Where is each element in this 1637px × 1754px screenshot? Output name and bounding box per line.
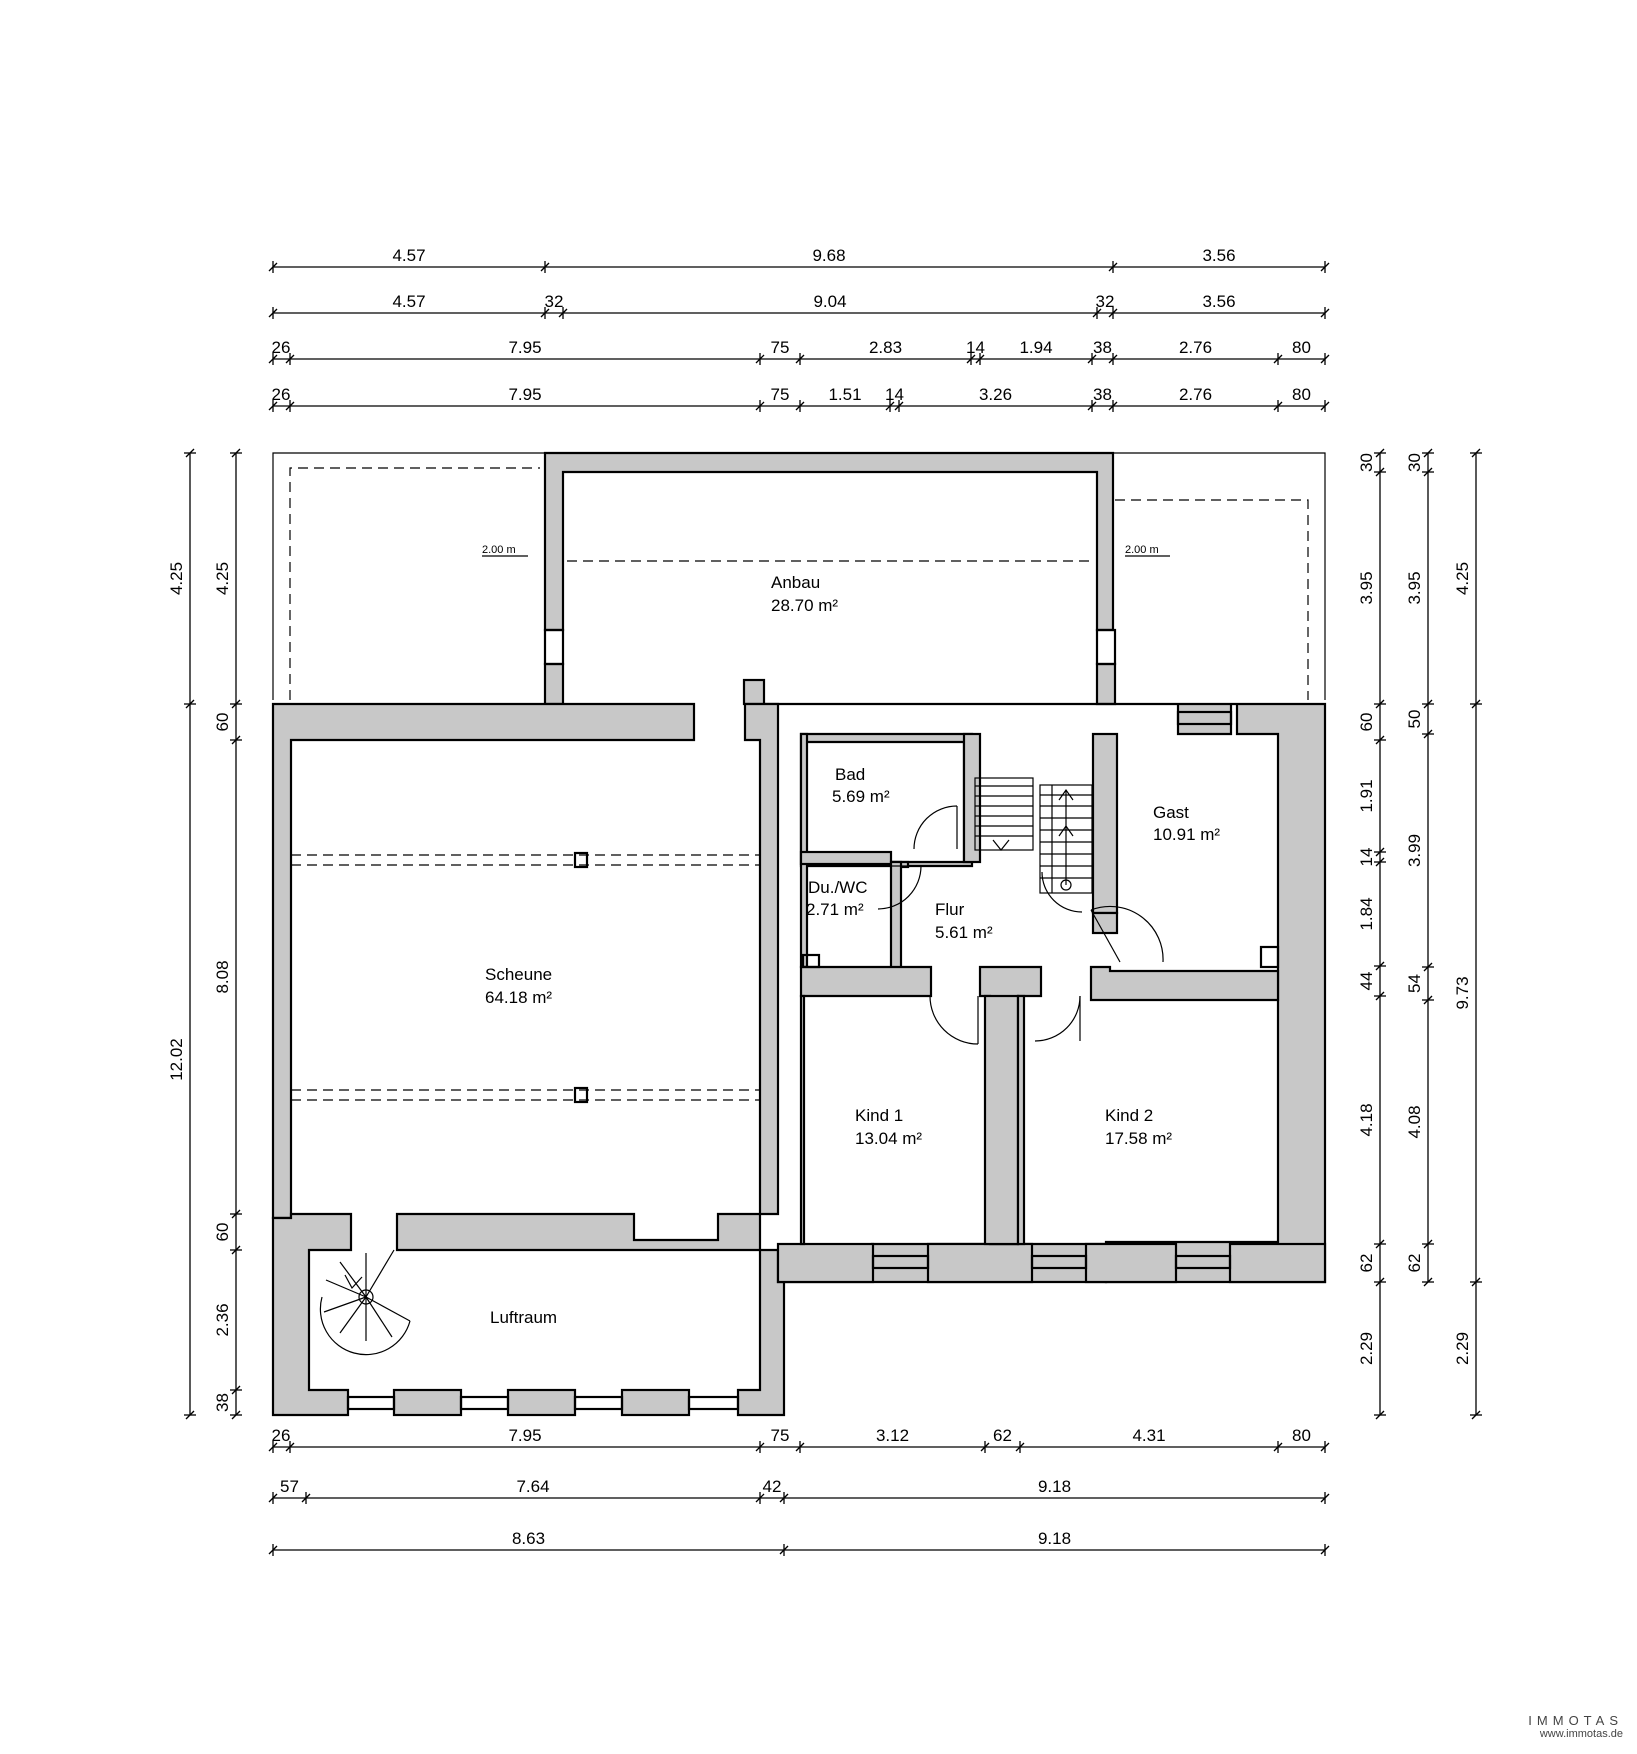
dim-top-label-2-6: 38	[1093, 338, 1112, 357]
room-anbau-area: 28.70 m²	[771, 596, 838, 615]
dim-right-label-0-3: 1.91	[1357, 779, 1376, 812]
room-kind2-area: 17.58 m²	[1105, 1129, 1172, 1148]
dim-bottom-label-1-0: 57	[280, 1477, 299, 1496]
dim-left-label-0-0: 4.25	[167, 562, 186, 595]
room-gast-name: Gast	[1153, 803, 1189, 822]
dim-right-label-1-6: 62	[1405, 1254, 1424, 1273]
dim-left-label-1-2: 8.08	[213, 960, 232, 993]
dim-bottom-label-1-2: 42	[763, 1477, 782, 1496]
dim-top-label-3-2: 75	[771, 385, 790, 404]
dim-top-label-2-7: 2.76	[1179, 338, 1212, 357]
dim-bottom-label-0-6: 80	[1292, 1426, 1311, 1445]
dim-top-label-3-0: 26	[272, 385, 291, 404]
dim-bottom-label-2-0: 8.63	[512, 1529, 545, 1548]
spiral-staircase	[319, 1249, 411, 1356]
dim-right-label-1-4: 54	[1405, 974, 1424, 993]
dim-right-label-0-1: 3.95	[1357, 571, 1376, 604]
dim-right-label-1-1: 3.95	[1405, 571, 1424, 604]
dim-top-label-0-0: 4.57	[392, 246, 425, 265]
dim-top-label-2-5: 1.94	[1019, 338, 1052, 357]
dim-top-label-1-1: 32	[545, 292, 564, 311]
dim-bottom-label-1-1: 7.64	[516, 1477, 549, 1496]
beams	[291, 851, 760, 1104]
dim-left-label-1-3: 60	[213, 1223, 232, 1242]
headroom-label-left: 2.00 m	[482, 544, 516, 556]
room-gast-area: 10.91 m²	[1153, 825, 1220, 844]
dim-bottom-label-0-5: 4.31	[1132, 1426, 1165, 1445]
brand-name: IMMOTAS	[1528, 1713, 1623, 1728]
room-luftraum-name: Luftraum	[490, 1308, 557, 1327]
dim-bottom-label-0-3: 3.12	[876, 1426, 909, 1445]
dim-bottom-label-0-0: 26	[272, 1426, 291, 1445]
dim-top-label-3-5: 3.26	[979, 385, 1012, 404]
dim-right-label-1-3: 3.99	[1405, 834, 1424, 867]
dim-bottom-label-1-3: 9.18	[1038, 1477, 1071, 1496]
room-duwc-area: 2.71 m²	[806, 900, 864, 919]
dim-top-label-2-0: 26	[272, 338, 291, 357]
dim-bottom-label-0-2: 75	[771, 1426, 790, 1445]
room-bad-area: 5.69 m²	[832, 787, 890, 806]
dim-right-label-0-9: 2.29	[1357, 1332, 1376, 1365]
dimension-chains: 4.57 9.68 3.56 4.57 32 9.04 32 3.56 26 7.95 75 2.83…	[167, 246, 1482, 1556]
room-kind1-area: 13.04 m²	[855, 1129, 922, 1148]
dim-right-label-1-5: 4.08	[1405, 1105, 1424, 1138]
dim-right-label-0-0: 30	[1357, 453, 1376, 472]
dim-bottom-label-0-4: 62	[993, 1426, 1012, 1445]
room-anbau-name: Anbau	[771, 573, 820, 592]
brand-url: www.immotas.de	[1539, 1728, 1623, 1740]
headroom-label-right: 2.00 m	[1125, 544, 1159, 556]
dim-top-label-3-8: 80	[1292, 385, 1311, 404]
dim-top-label-2-8: 80	[1292, 338, 1311, 357]
dim-top-label-1-0: 4.57	[392, 292, 425, 311]
staircase	[974, 777, 1093, 894]
room-labels: Anbau 28.70 m² Bad 5.69 m² Du./WC 2.71 m…	[482, 544, 1220, 1327]
dim-right-label-2-0: 4.25	[1453, 562, 1472, 595]
dim-left-label-1-0: 4.25	[213, 562, 232, 595]
dim-top-label-3-1: 7.95	[508, 385, 541, 404]
dim-left-label-0-1: 12.02	[167, 1038, 186, 1081]
dim-left-label-1-5: 38	[213, 1393, 232, 1412]
dim-right-label-0-4: 14	[1357, 848, 1376, 867]
dim-right-label-0-2: 60	[1357, 713, 1376, 732]
dim-left-label-1-1: 60	[213, 713, 232, 732]
dim-right-label-1-0: 30	[1405, 453, 1424, 472]
dim-top-label-2-3: 2.83	[869, 338, 902, 357]
dim-bottom-label-0-1: 7.95	[508, 1426, 541, 1445]
dim-top-label-2-4: 14	[966, 338, 985, 357]
outer-walls	[271, 451, 1327, 1417]
dim-bottom-label-2-1: 9.18	[1038, 1529, 1071, 1548]
dim-right-label-2-2: 2.29	[1453, 1332, 1472, 1365]
room-flur-name: Flur	[935, 900, 965, 919]
dim-right-label-0-5: 1.84	[1357, 897, 1376, 930]
brand-logo: IMMOTAS www.immotas.de	[1528, 1713, 1623, 1740]
dim-right-label-0-6: 44	[1357, 972, 1376, 991]
dim-top-label-3-7: 2.76	[1179, 385, 1212, 404]
roof-outlines	[272, 452, 1326, 700]
dim-left-label-1-4: 2.36	[213, 1303, 232, 1336]
doors	[877, 805, 1164, 1045]
room-bad-name: Bad	[835, 765, 865, 784]
dim-top-label-1-4: 3.56	[1202, 292, 1235, 311]
room-scheune-area: 64.18 m²	[485, 988, 552, 1007]
room-duwc-name: Du./WC	[808, 878, 868, 897]
room-kind2-name: Kind 2	[1105, 1106, 1153, 1125]
dim-top-label-0-1: 9.68	[812, 246, 845, 265]
dim-top-label-3-4: 14	[885, 385, 904, 404]
dim-top-label-3-3: 1.51	[828, 385, 861, 404]
room-scheune-name: Scheune	[485, 965, 552, 984]
dim-top-label-3-6: 38	[1093, 385, 1112, 404]
dim-right-label-2-1: 9.73	[1453, 976, 1472, 1009]
dim-right-label-0-7: 4.18	[1357, 1103, 1376, 1136]
room-flur-area: 5.61 m²	[935, 923, 993, 942]
dim-top-label-2-1: 7.95	[508, 338, 541, 357]
room-kind1-name: Kind 1	[855, 1106, 903, 1125]
dim-top-label-2-2: 75	[771, 338, 790, 357]
interior-walls	[799, 732, 1280, 1246]
dim-top-label-1-3: 32	[1096, 292, 1115, 311]
dim-top-label-0-2: 3.56	[1202, 246, 1235, 265]
dim-top-label-1-2: 9.04	[813, 292, 846, 311]
dim-right-label-0-8: 62	[1357, 1254, 1376, 1273]
dim-right-label-1-2: 50	[1405, 710, 1424, 729]
